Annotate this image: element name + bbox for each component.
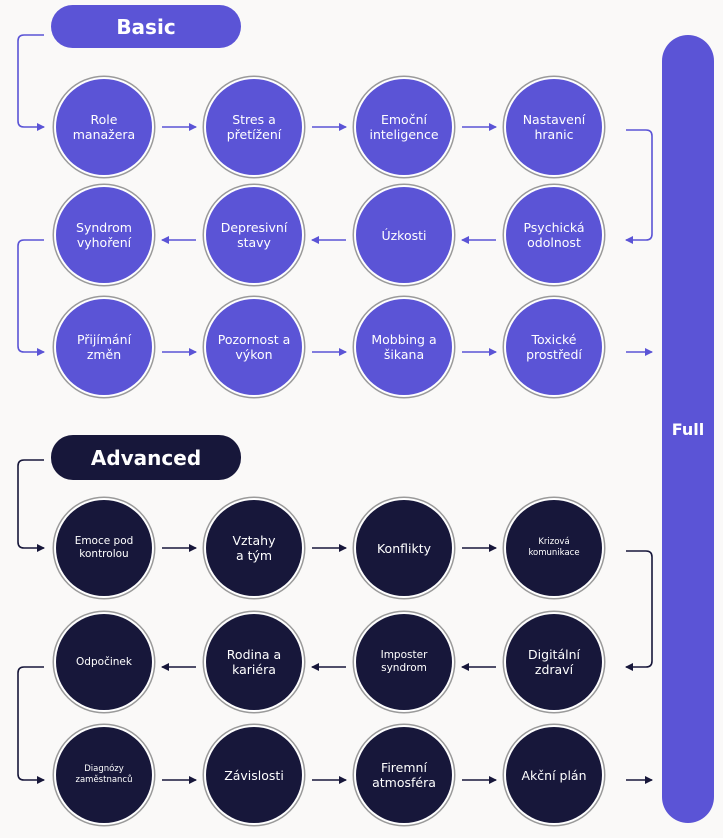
advanced-node-1-2: Imposter syndrom xyxy=(356,614,452,710)
basic-node-0-0: Role manažera xyxy=(56,79,152,175)
basic-node-1-2: Úzkosti xyxy=(356,187,452,283)
basic-node-0-2: Emoční inteligence xyxy=(356,79,452,175)
advanced-level-label: Advanced xyxy=(51,435,241,480)
basic-node-2-0: Přijímání změn xyxy=(56,299,152,395)
basic-bracket-right xyxy=(625,129,653,244)
advanced-bracket-left xyxy=(17,666,45,784)
advanced-node-1-0: Odpočinek xyxy=(56,614,152,710)
advanced-node-0-1: Vztahy a tým xyxy=(206,500,302,596)
advanced-node-2-3: Akční plán xyxy=(506,727,602,823)
basic-level-label: Basic xyxy=(51,5,241,48)
basic-node-1-3: Psychická odolnost xyxy=(506,187,602,283)
basic-node-2-1: Pozornost a výkon xyxy=(206,299,302,395)
advanced-node-0-3: Krizová komunikace xyxy=(506,500,602,596)
basic-node-2-3: Toxické prostředí xyxy=(506,299,602,395)
basic-bracket-left xyxy=(17,239,45,356)
advanced-bracket-right xyxy=(625,550,653,671)
advanced-node-1-1: Rodina a kariéra xyxy=(206,614,302,710)
advanced-entry-arrow xyxy=(17,459,45,552)
basic-node-1-0: Syndrom vyhoření xyxy=(56,187,152,283)
basic-node-1-1: Depresivní stavy xyxy=(206,187,302,283)
advanced-node-2-1: Závislosti xyxy=(206,727,302,823)
advanced-node-2-0: Diagnózy zaměstnanců xyxy=(56,727,152,823)
advanced-node-2-2: Firemní atmosféra xyxy=(356,727,452,823)
advanced-node-0-0: Emoce pod kontrolou xyxy=(56,500,152,596)
basic-node-0-3: Nastavení hranic xyxy=(506,79,602,175)
basic-entry-arrow xyxy=(17,34,45,131)
basic-node-2-2: Mobbing a šikana xyxy=(356,299,452,395)
advanced-node-0-2: Konflikty xyxy=(356,500,452,596)
full-level-label: Full xyxy=(671,419,705,439)
full-level-bar: Full xyxy=(662,35,714,823)
basic-node-0-1: Stres a přetížení xyxy=(206,79,302,175)
advanced-node-1-3: Digitální zdraví xyxy=(506,614,602,710)
